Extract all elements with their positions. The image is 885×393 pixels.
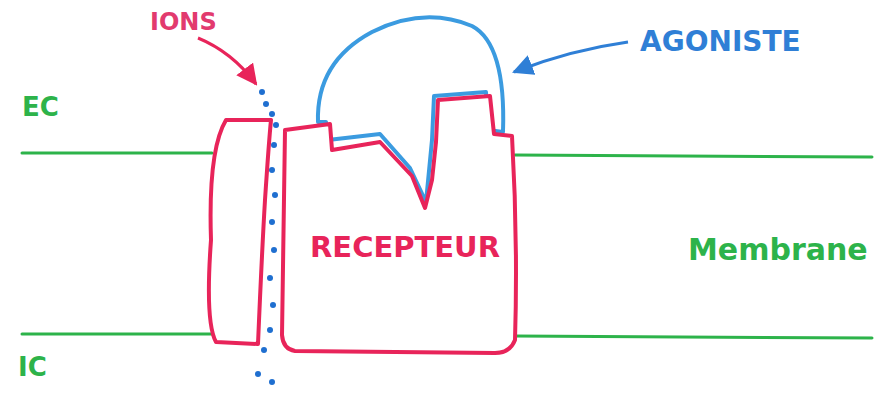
extracellular-label: EC: [22, 92, 59, 122]
receptor-label: RECEPTEUR: [310, 230, 500, 264]
intracellular-label: IC: [18, 352, 47, 382]
outline-path: [209, 120, 271, 344]
outline-path: [282, 96, 516, 353]
node-outline: [200, 88, 525, 360]
ions-leader-arrow: [198, 38, 256, 84]
agonist-leader-arrow: [514, 42, 628, 72]
receptor-shape: RECEPTEUR: [200, 88, 525, 360]
agonist-label: AGONISTE: [640, 25, 801, 58]
ions-label: IONS: [150, 8, 217, 36]
membrane-label: Membrane: [688, 232, 868, 267]
